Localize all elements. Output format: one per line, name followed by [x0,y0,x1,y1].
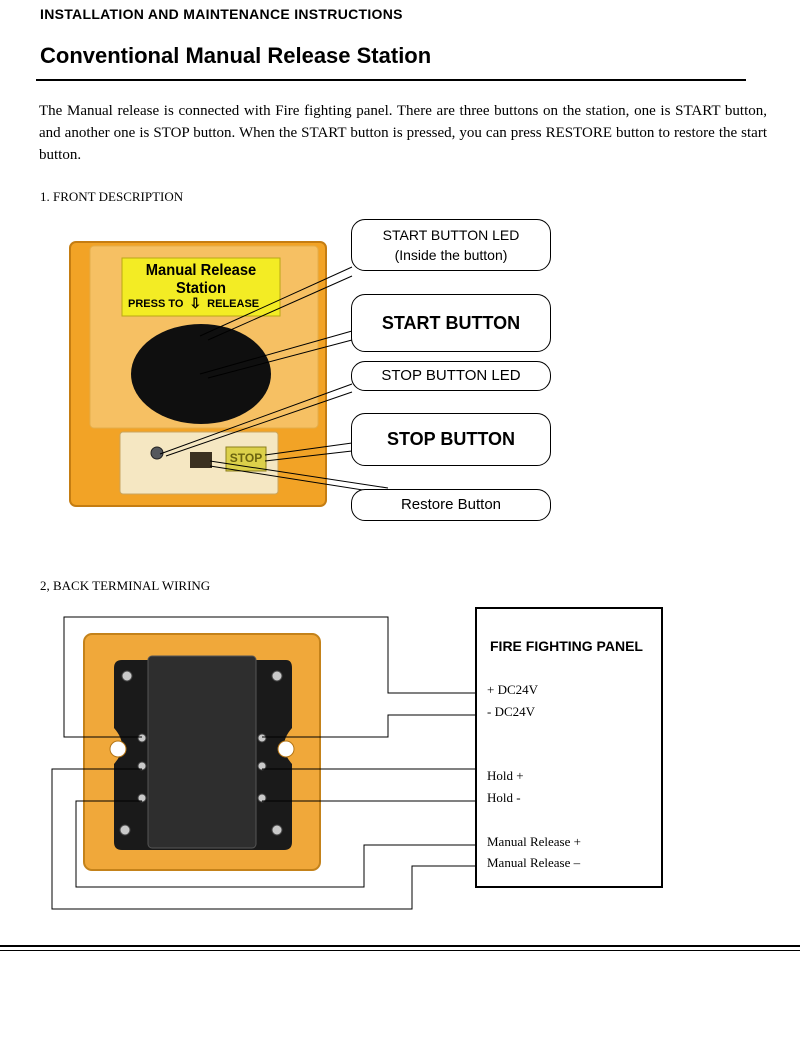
label-release: RELEASE [207,297,260,310]
callout-start-button-text: START BUTTON [381,312,521,333]
footer-rule-bottom [0,950,800,951]
terminal-manual-release-minus: Manual Release – [487,855,581,870]
terminal-hold-minus: Hold - [487,790,521,805]
restore-button-shape [190,452,212,468]
terminal-dc24v-plus: + DC24V [487,682,539,697]
callout-stop-led-text: STOP BUTTON LED [381,367,521,384]
callout-start-button: START BUTTON [351,294,551,352]
intro-paragraph: The Manual release is connected with Fir… [39,103,767,163]
callout-start-led: START BUTTON LED (Inside the button) [351,219,551,271]
title-divider [36,79,746,81]
footer-rule-top [0,945,800,947]
callout-restore: Restore Button [351,489,551,521]
label-title: Manual Release Station [145,262,257,297]
terminal-hold-plus: Hold + [487,768,524,783]
callout-stop-led: STOP BUTTON LED [351,361,551,391]
callout-stop-button-text: STOP BUTTON [386,429,516,449]
stop-plate-label: STOP [229,451,263,465]
callout-start-led-line1: START BUTTON LED [382,227,520,243]
callout-start-led-line2: (Inside the button) [394,247,508,263]
stop-plate [225,446,267,472]
arrow-down-icon: ⇩ [189,295,202,311]
callout-stop-button: STOP BUTTON [351,413,551,466]
label-press: PRESS TO [128,297,184,310]
fire-fighting-panel [475,607,663,888]
terminal-dc24v-minus: - DC24V [487,704,536,719]
panel-title: FIRE FIGHTING PANEL [490,638,643,654]
terminal-block [147,655,257,849]
document-header: INSTALLATION AND MAINTENANCE INSTRUCTION… [40,6,403,22]
back-section-heading: 2, BACK TERMINAL WIRING [40,578,211,593]
front-section-heading: 1. FRONT DESCRIPTION [40,189,184,204]
callout-restore-text: Restore Button [400,496,502,513]
device-label [121,257,281,317]
terminal-manual-release-plus: Manual Release + [487,834,581,849]
page-title: Conventional Manual Release Station [40,43,432,68]
label-press-row: PRESS TO ⇩ RELEASE [128,295,278,312]
